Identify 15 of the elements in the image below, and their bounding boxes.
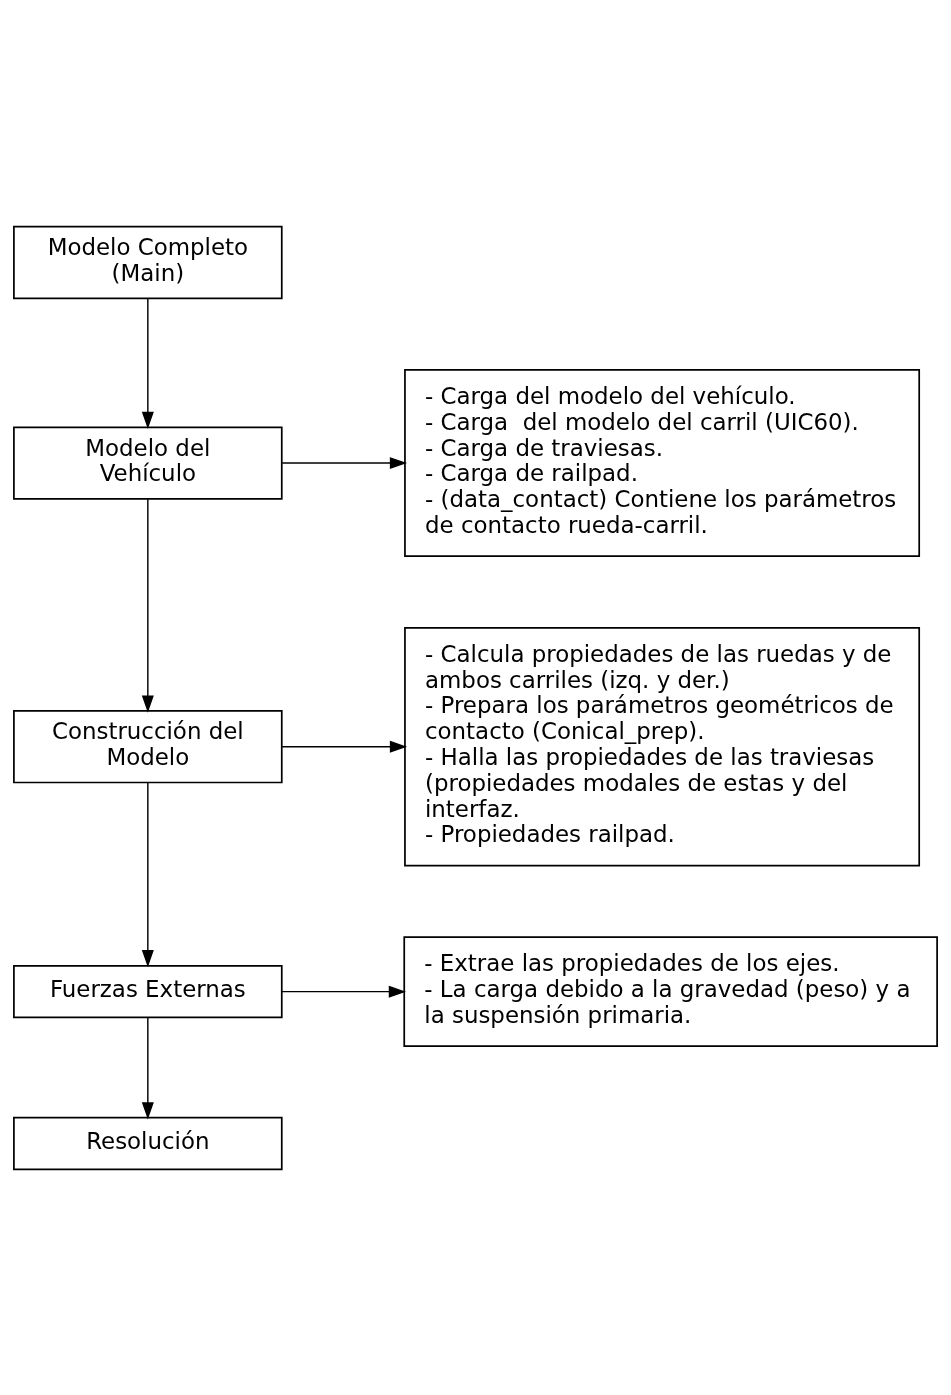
arrow <box>141 1016 154 1119</box>
arrow <box>281 985 406 998</box>
arrow <box>281 456 408 469</box>
node-box: Modelo del Vehículo <box>13 425 283 500</box>
arrow <box>141 297 154 429</box>
node-box: Fuerzas Externas <box>13 964 283 1018</box>
arrow <box>141 497 154 713</box>
node-box: - Carga del modelo del vehículo. - Carga del modelo del carril (UIC60). - Carga de traviesas. - Carga de railpad. - (data_contact) Contiene los parámetros de contacto rueda-carril. <box>404 368 921 557</box>
arrow <box>281 740 408 753</box>
arrow <box>141 781 154 967</box>
node-box: - Calcula propiedades de las ruedas y de ambos carriles (izq. y der.) - Prepara los parámetros geométricos de contacto (Conical_prep). - Halla las propiedades de las traviesas (propiedades modales de estas y del interfaz. - Propiedades railpad. <box>404 626 921 866</box>
node-box: Resolución <box>13 1116 283 1170</box>
node-box: - Extrae las propiedades de los ejes. - La carga debido a la gravedad (peso) y a la suspensión primaria. <box>403 935 938 1047</box>
node-box: Construcción del Modelo <box>13 709 283 783</box>
node-box: Modelo Completo (Main) <box>13 225 283 299</box>
